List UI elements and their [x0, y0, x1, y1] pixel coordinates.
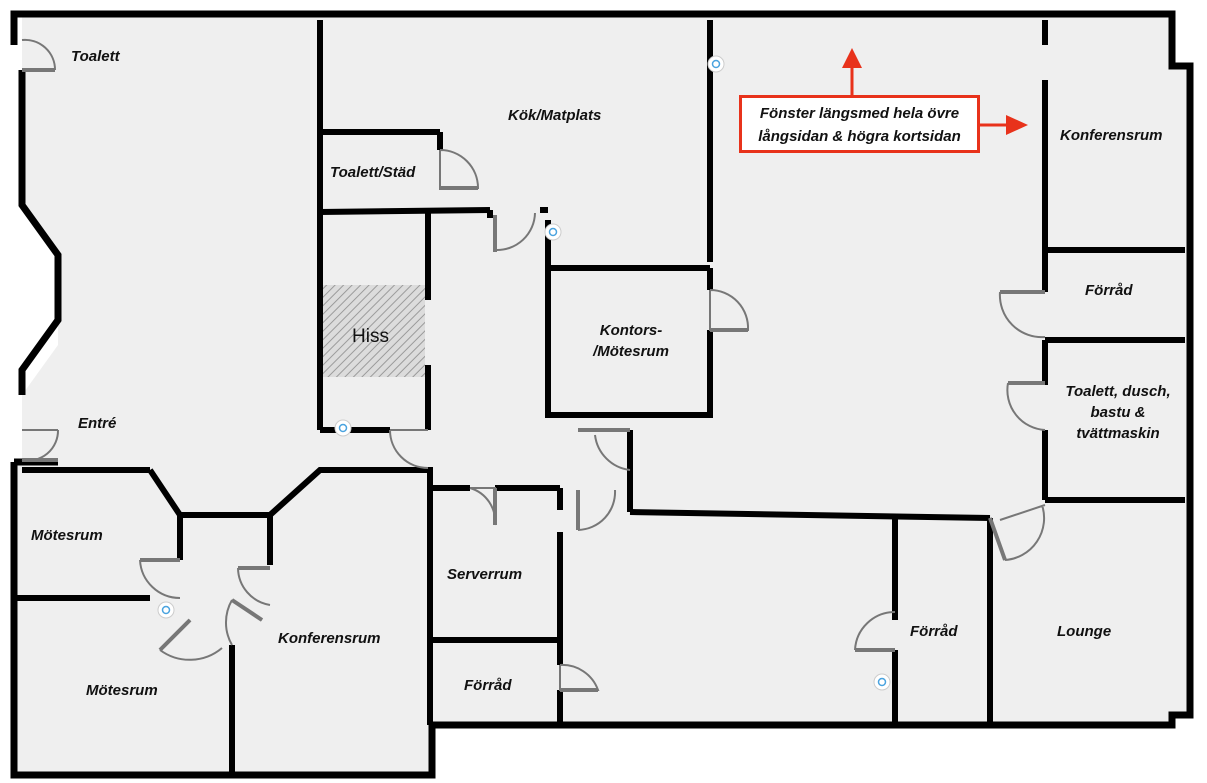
- room-label-kontors-motesrum: Kontors- /Mötesrum: [578, 320, 684, 362]
- toalett-dusch-line-1: Toalett, dusch,: [1065, 383, 1171, 400]
- sensor-icon: [544, 223, 562, 241]
- room-label-toalett: Toalett: [71, 48, 120, 65]
- sensor-markers: [157, 55, 891, 691]
- inner-walls: [14, 20, 1185, 775]
- arrow-up-head: [842, 48, 862, 68]
- sensor-icon: [157, 601, 175, 619]
- room-label-lounge: Lounge: [1057, 623, 1112, 640]
- room-label-entre: Entré: [78, 415, 117, 432]
- toalett-dusch-line-2: bastu &: [1090, 404, 1146, 421]
- sensor-icon: [334, 419, 352, 437]
- door-leaves: [22, 68, 1045, 692]
- room-label-konferensrum-bottom: Konferensrum: [278, 630, 381, 647]
- window-note-line-1: Fönster längsmed hela övre: [759, 105, 960, 122]
- window-note-line-2: långsidan & högra kortsidan: [758, 128, 961, 145]
- elevator-shaft: [322, 285, 425, 377]
- room-label-forrad-bottom-mid: Förråd: [910, 623, 958, 640]
- room-label-forrad-bottom-left: Förråd: [464, 677, 512, 694]
- sensor-icon: [873, 673, 891, 691]
- room-label-forrad-right: Förråd: [1085, 282, 1133, 299]
- toalett-dusch-line-3: tvättmaskin: [1076, 425, 1160, 442]
- arrow-right-head: [1006, 115, 1028, 135]
- room-label-serverrum: Serverrum: [447, 566, 523, 583]
- room-label-motesrum-upper: Mötesrum: [31, 527, 103, 544]
- kontors-line-2: /Mötesrum: [593, 343, 669, 360]
- kontors-line-1: Kontors-: [599, 322, 663, 339]
- room-label-hiss: Hiss: [352, 326, 389, 347]
- window-note: Fönster längsmed hela övre långsidan & h…: [739, 95, 980, 153]
- room-label-toalett-dusch: Toalett, dusch, bastu & tvättmaskin: [1052, 381, 1184, 444]
- room-label-motesrum-lower: Mötesrum: [86, 682, 158, 699]
- room-label-toalett-stad: Toalett/Städ: [330, 164, 416, 181]
- window-arrows: [842, 48, 1028, 135]
- room-label-konferensrum-right: Konferensrum: [1060, 127, 1163, 144]
- sensor-icon: [707, 55, 725, 73]
- room-label-kok-matplats: Kök/Matplats: [508, 107, 602, 124]
